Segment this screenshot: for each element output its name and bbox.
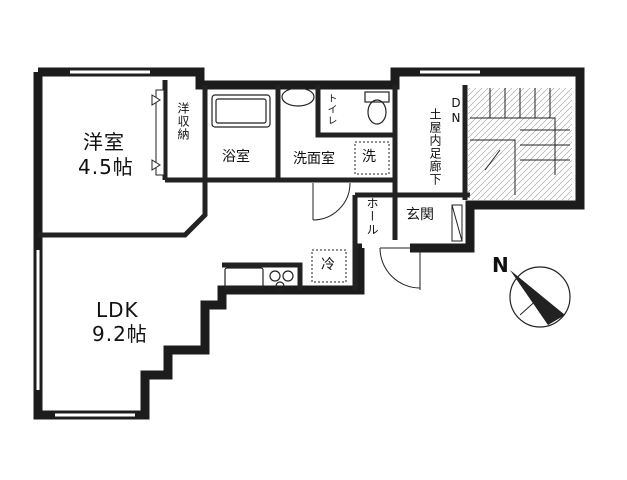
toilet-fixture: [364, 91, 390, 125]
outer-walls: [33, 67, 585, 420]
windows: [36, 70, 480, 417]
hall-label: ホール: [365, 197, 379, 236]
wash-basin: [281, 87, 315, 107]
closet-label: 洋収納: [176, 102, 190, 141]
kitchen-fixtures: [224, 267, 294, 291]
ldk-name: LDK: [96, 298, 139, 322]
washer-box: [354, 141, 390, 175]
bathtub: [211, 94, 271, 128]
western-room-size: 4.5帖: [78, 155, 134, 179]
fridge-symbol: 冷: [321, 257, 335, 273]
compass-north-label: N: [492, 253, 510, 277]
fridge-box: [311, 249, 347, 283]
stairs: [468, 88, 572, 200]
washroom-label: 洗面室: [293, 151, 335, 167]
washer-symbol: 洗: [362, 149, 376, 165]
closet-door-marks: [151, 89, 165, 176]
indoor-earthen-hall-label: 土屋内足廊下: [428, 108, 442, 186]
western-room-name: 洋室: [83, 130, 125, 154]
toilet-label: トイレ: [325, 93, 336, 126]
compass-icon: [509, 266, 571, 328]
ldk-size: 9.2帖: [92, 322, 148, 346]
bath-label: 浴室: [222, 149, 250, 165]
entrance-label: 玄関: [406, 207, 434, 223]
door-swings: [204, 180, 463, 290]
interior-walls: [38, 80, 470, 290]
stairs-down-label: DN: [449, 96, 463, 126]
